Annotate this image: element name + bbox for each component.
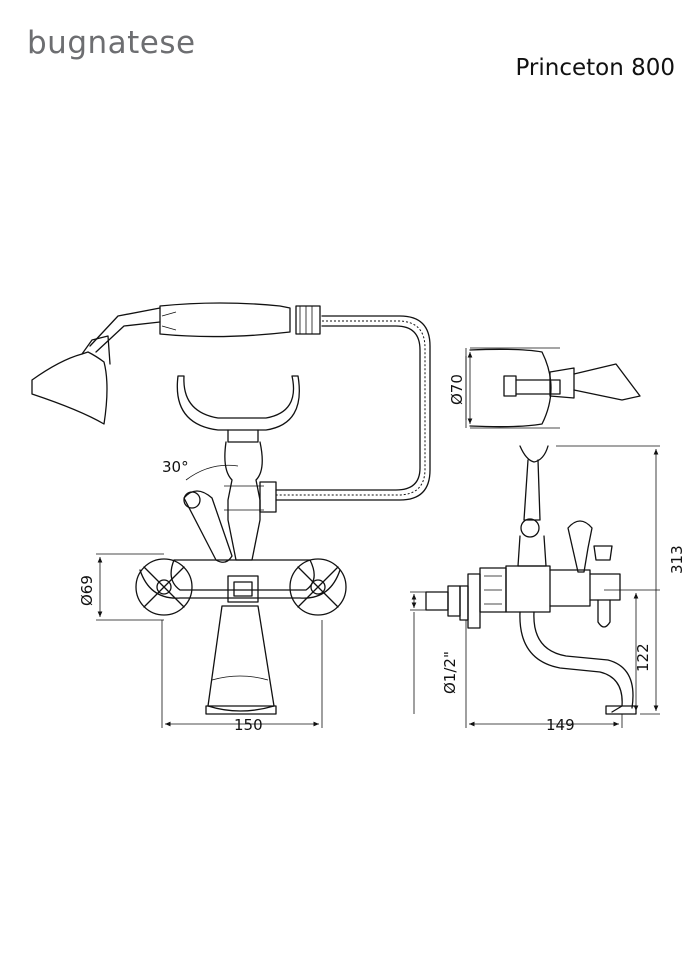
mixer-body bbox=[135, 558, 347, 715]
central-column bbox=[183, 441, 277, 563]
front-view bbox=[31, 302, 431, 728]
model-title: Princeton 800 bbox=[515, 55, 675, 81]
side-view bbox=[410, 347, 660, 728]
shower-diameter-label: Ø70 bbox=[448, 374, 466, 405]
angle-label: 30° bbox=[162, 458, 189, 476]
shower-hose bbox=[275, 315, 431, 501]
connection-label: Ø1/2" bbox=[441, 651, 459, 694]
front-dimensions bbox=[96, 553, 323, 728]
side-depth-label: 149 bbox=[546, 716, 575, 734]
brand-logo: bugnatese bbox=[27, 25, 196, 61]
total-height-label: 313 bbox=[668, 545, 686, 574]
front-width-label: 150 bbox=[234, 716, 263, 734]
shower-cradle bbox=[176, 375, 300, 443]
hand-shower bbox=[31, 302, 321, 425]
spout-height-label: 122 bbox=[634, 643, 652, 672]
shower-holder-detail bbox=[465, 347, 641, 429]
side-riser bbox=[425, 445, 637, 715]
handle-diameter-label: Ø69 bbox=[78, 575, 96, 606]
side-dimensions bbox=[410, 352, 660, 728]
